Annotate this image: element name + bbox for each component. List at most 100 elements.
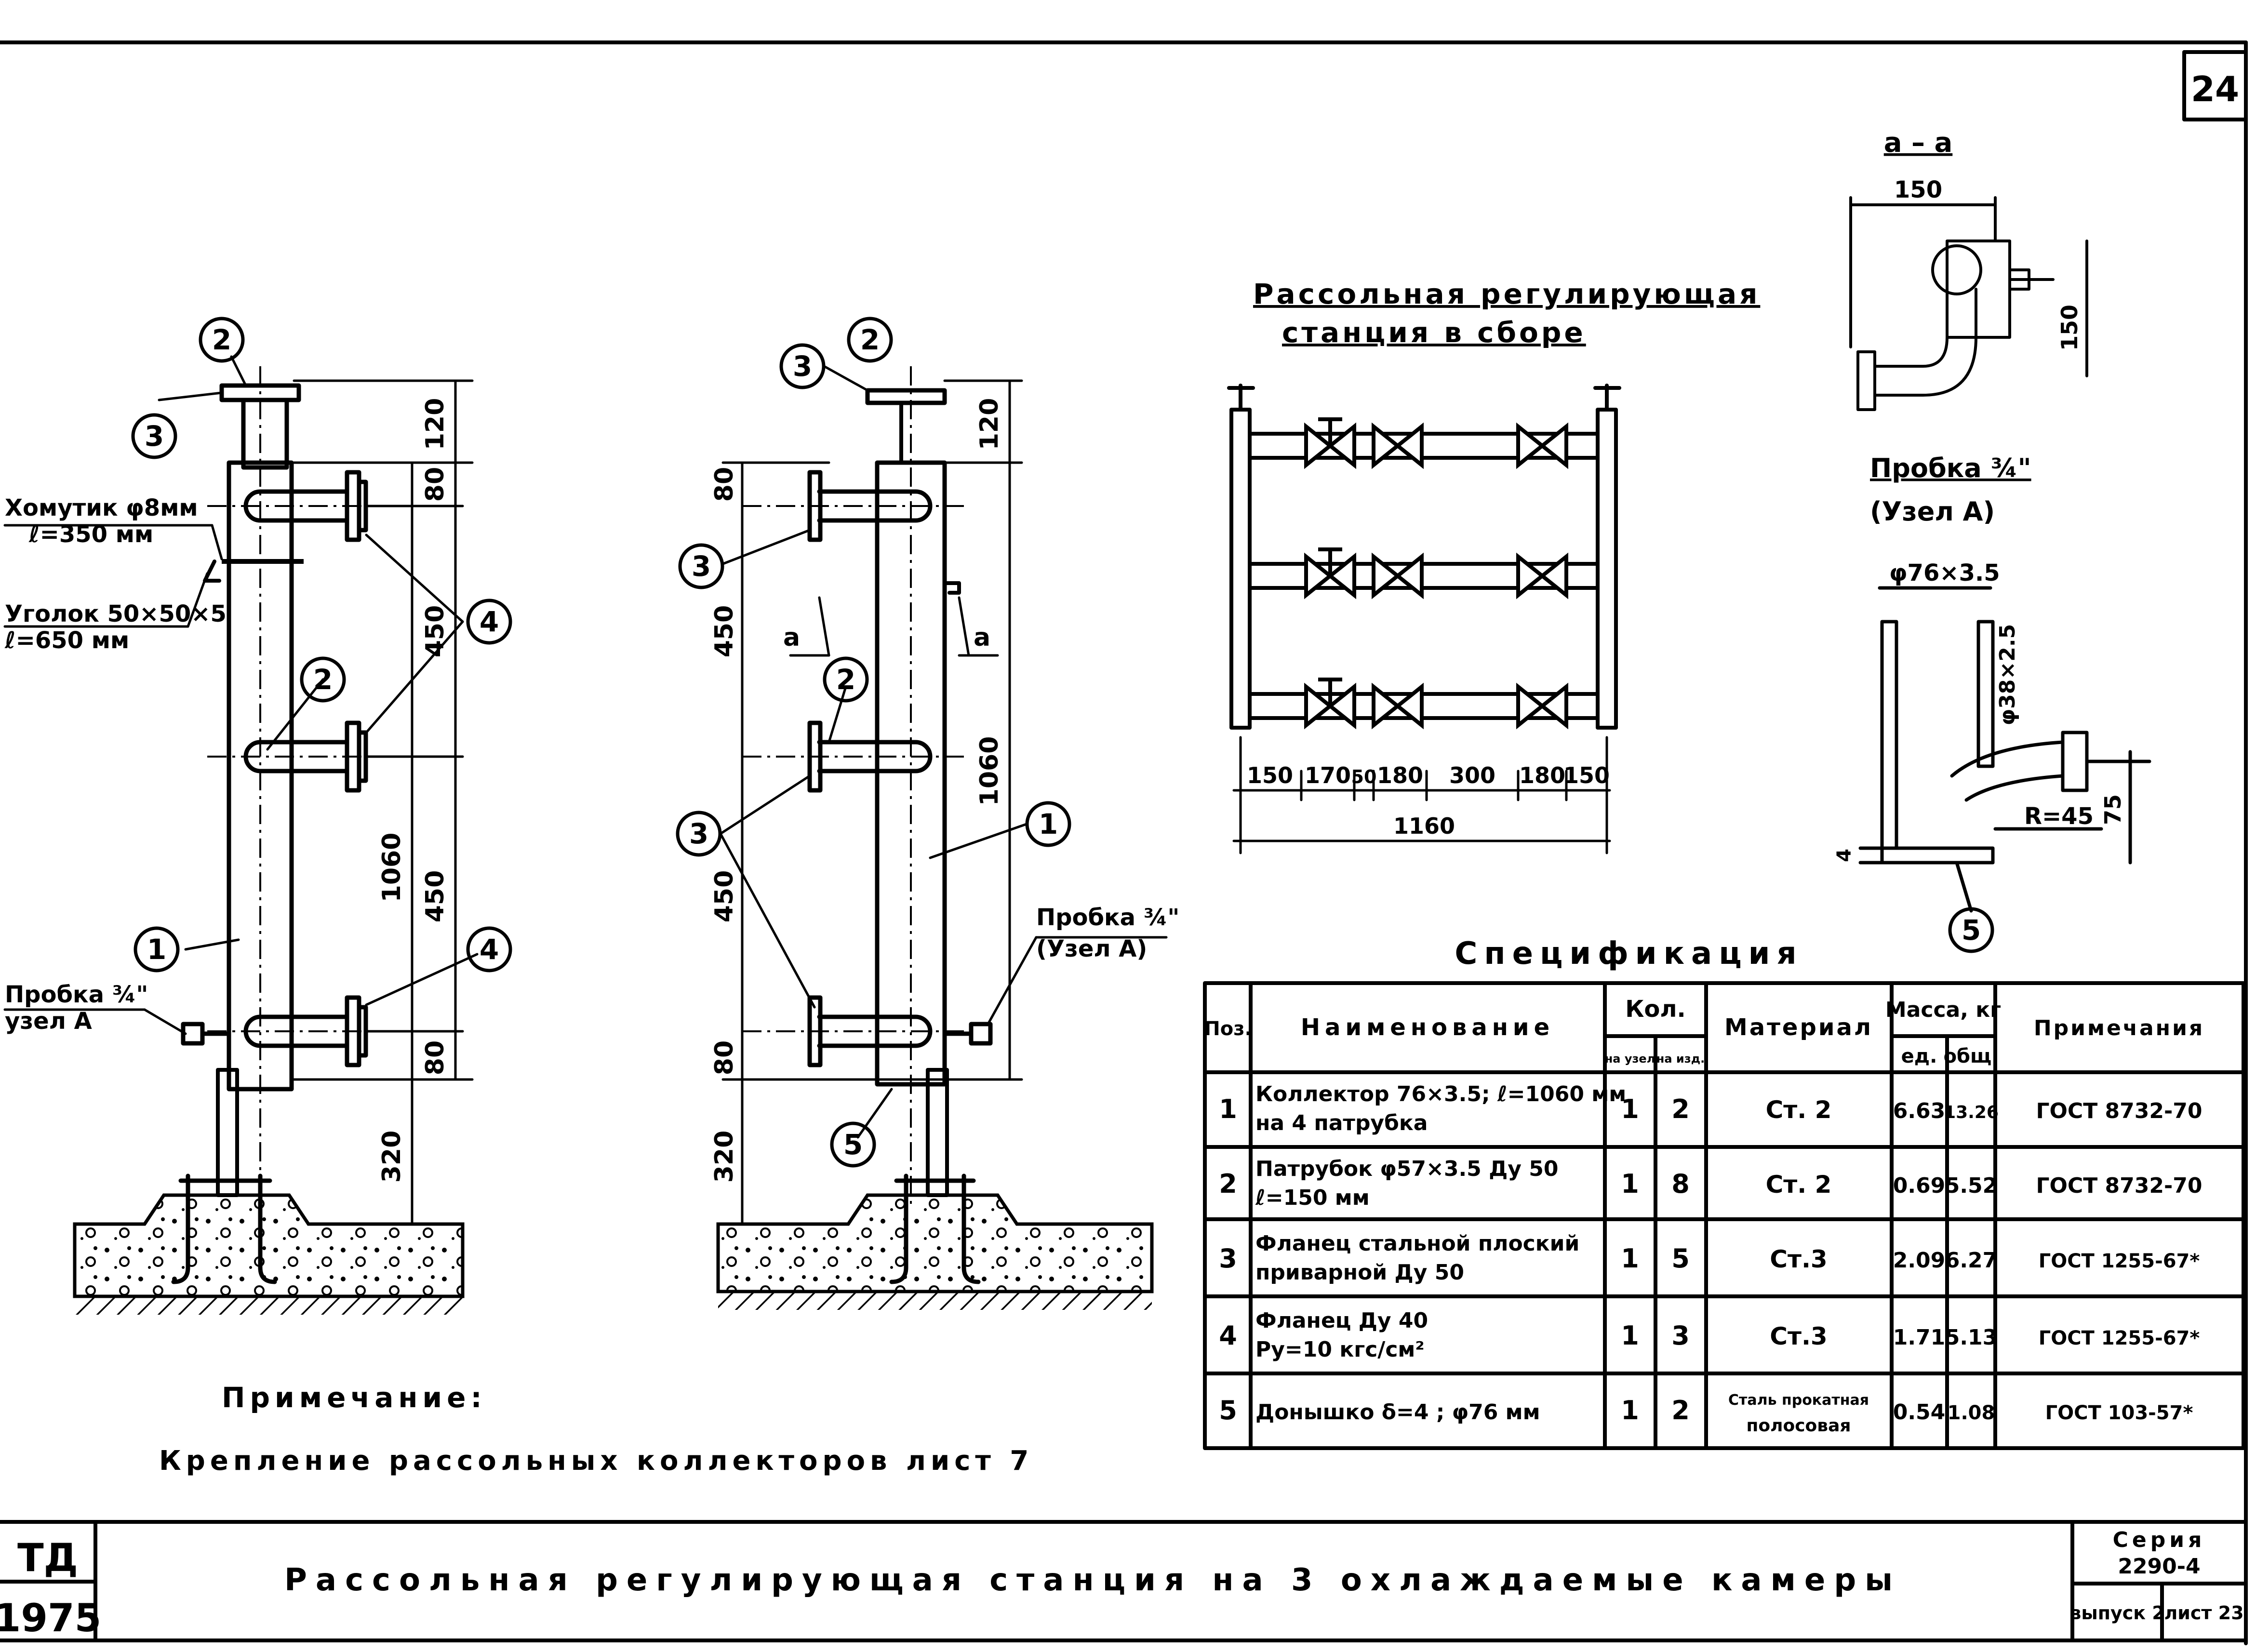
spec-rows: 1 Коллектор 76×3.5; ℓ=1060 мм на 4 патру… (1219, 1082, 2202, 1436)
svg-text:(Узел А): (Узел А) (1870, 496, 1995, 527)
svg-text:на узел: на узел (1605, 1052, 1655, 1066)
series-label: Серия (2113, 1528, 2206, 1552)
svg-text:Сталь прокатная: Сталь прокатная (1728, 1392, 1869, 1409)
svg-text:ГОСТ 8732-70: ГОСТ 8732-70 (2036, 1099, 2202, 1123)
svg-text:1: 1 (1621, 1169, 1639, 1199)
svg-text:2: 2 (1219, 1169, 1237, 1199)
middle-dimensions: 120 80 450 450 1060 80 320 а а (710, 398, 1004, 1183)
clamp-label: Хомутик φ8мм (5, 494, 198, 521)
valves (1304, 417, 1568, 730)
svg-text:300: 300 (1449, 762, 1495, 788)
callout-3-top-left: 3 (131, 413, 177, 459)
svg-text:Пробка ¾": Пробка ¾" (1870, 453, 2031, 483)
soil-hatch-left (75, 1296, 463, 1315)
svg-text:5: 5 (1219, 1395, 1237, 1426)
svg-text:φ38×2.5: φ38×2.5 (1995, 624, 2020, 725)
nozzles-middle (807, 470, 993, 1067)
issue-number: выпуск 2 (2069, 1602, 2164, 1624)
svg-text:3: 3 (1219, 1243, 1237, 1274)
svg-text:4: 4 (1219, 1320, 1237, 1351)
svg-text:общ.: общ. (1944, 1045, 1999, 1067)
svg-text:Материал: Материал (1724, 1014, 1873, 1041)
plug-label-middle: Пробка ¾" (1036, 904, 1179, 931)
svg-text:2: 2 (313, 663, 333, 696)
svg-text:φ76×3.5: φ76×3.5 (1889, 560, 2000, 586)
svg-text:5.52: 5.52 (1945, 1173, 1998, 1198)
org-code: ТД (17, 1535, 78, 1580)
drawing-note: Примечание: Крепление рассольных коллект… (159, 1381, 1028, 1477)
soil-hatch-middle (718, 1292, 1152, 1310)
svg-text:Фланец стальной плоский: Фланец стальной плоский (1255, 1231, 1579, 1256)
title-block: ТД 1975 Рассольная регулирующая станция … (0, 1528, 2244, 1640)
svg-text:1: 1 (1219, 1094, 1237, 1124)
svg-text:120: 120 (975, 398, 1004, 451)
svg-text:2.09: 2.09 (1893, 1248, 1946, 1273)
svg-text:2: 2 (1671, 1395, 1690, 1426)
svg-text:1160: 1160 (1393, 813, 1455, 839)
svg-text:150: 150 (2056, 305, 2082, 351)
svg-text:6.63: 6.63 (1893, 1099, 1946, 1123)
spec-title: Спецификация (1455, 936, 1803, 972)
svg-text:Ру=10 кгс/см²: Ру=10 кгс/см² (1255, 1337, 1425, 1362)
svg-text:1: 1 (1621, 1320, 1639, 1351)
spec-header: Поз. Наименование Кол. на узел на изд. М… (1204, 996, 2203, 1067)
svg-text:120: 120 (421, 398, 450, 451)
svg-text:Ст.3: Ст.3 (1770, 1245, 1827, 1273)
svg-text:ГОСТ 1255-67*: ГОСТ 1255-67* (2039, 1327, 2200, 1349)
sheet-frame (0, 40, 2248, 1645)
svg-text:Коллектор 76×3.5; ℓ=1060 мм: Коллектор 76×3.5; ℓ=1060 мм (1255, 1082, 1626, 1106)
svg-text:а – а: а – а (1884, 127, 1953, 159)
svg-text:Кол.: Кол. (1625, 996, 1686, 1023)
svg-text:2: 2 (836, 663, 855, 696)
svg-text:Фланец Ду 40: Фланец Ду 40 (1255, 1308, 1428, 1333)
svg-text:1060: 1060 (377, 833, 406, 903)
svg-text:ГОСТ 103-57*: ГОСТ 103-57* (2045, 1402, 2193, 1424)
svg-text:ед.: ед. (1901, 1045, 1937, 1067)
svg-text:Ст.3: Ст.3 (1770, 1322, 1827, 1350)
svg-text:180: 180 (1377, 762, 1423, 788)
svg-text:ℓ=150 мм: ℓ=150 мм (1255, 1186, 1370, 1210)
svg-text:6.27: 6.27 (1945, 1248, 1998, 1273)
callout-4-left-a: 4 (466, 599, 512, 645)
svg-text:3: 3 (1671, 1320, 1690, 1351)
svg-text:4: 4 (480, 933, 499, 966)
svg-text:13.26: 13.26 (1944, 1103, 1999, 1122)
svg-text:Масса, кг: Масса, кг (1885, 998, 2001, 1022)
plug-label-left: Пробка ¾" (5, 981, 148, 1008)
svg-text:8: 8 (1671, 1169, 1690, 1199)
plug-node-middle: (Узел А) (1036, 935, 1147, 962)
svg-text:2: 2 (860, 323, 880, 356)
callout-2-top-left: 2 (199, 317, 245, 363)
concrete-base-middle (716, 1193, 1154, 1293)
svg-text:1: 1 (1621, 1094, 1639, 1124)
svg-text:180: 180 (1519, 762, 1565, 788)
svg-text:80: 80 (421, 1040, 450, 1075)
svg-text:320: 320 (377, 1131, 406, 1183)
svg-text:80: 80 (421, 467, 450, 502)
support-leg-middle (926, 1068, 949, 1197)
svg-text:5: 5 (1671, 1243, 1690, 1274)
svg-text:Ст. 2: Ст. 2 (1766, 1171, 1832, 1199)
callout-1-middle: 1 (1025, 801, 1071, 847)
series-value: 2290-4 (2118, 1554, 2200, 1579)
svg-text:150: 150 (1894, 176, 1942, 203)
callout-2-mid-middle: 2 (823, 656, 869, 703)
svg-text:1: 1 (1039, 808, 1058, 840)
detail-a-plug: Пробка ¾" (Узел А) φ76×3.5 φ38×2.5 R=45 … (1833, 453, 2151, 953)
svg-text:приварной Ду 50: приварной Ду 50 (1255, 1260, 1464, 1285)
sheet-ref: лист 23 (2164, 1602, 2243, 1624)
svg-text:80: 80 (710, 1040, 739, 1075)
callout-2-mid-left: 2 (300, 656, 346, 703)
svg-text:5: 5 (1962, 914, 1981, 946)
note-title: Примечание: (222, 1381, 487, 1414)
svg-text:450: 450 (421, 870, 450, 923)
svg-text:450: 450 (710, 605, 739, 658)
angle-length: ℓ=650 мм (4, 627, 129, 654)
section-mark-left: а (783, 623, 800, 652)
drawing-title: Рассольная регулирующая станция на 3 охл… (284, 1562, 1901, 1598)
svg-text:1.71: 1.71 (1893, 1325, 1946, 1350)
svg-text:4: 4 (480, 605, 499, 638)
section-mark-right: а (974, 623, 990, 652)
assembly-dimensions: 150 170 50 180 300 180 150 1160 (1247, 762, 1610, 839)
